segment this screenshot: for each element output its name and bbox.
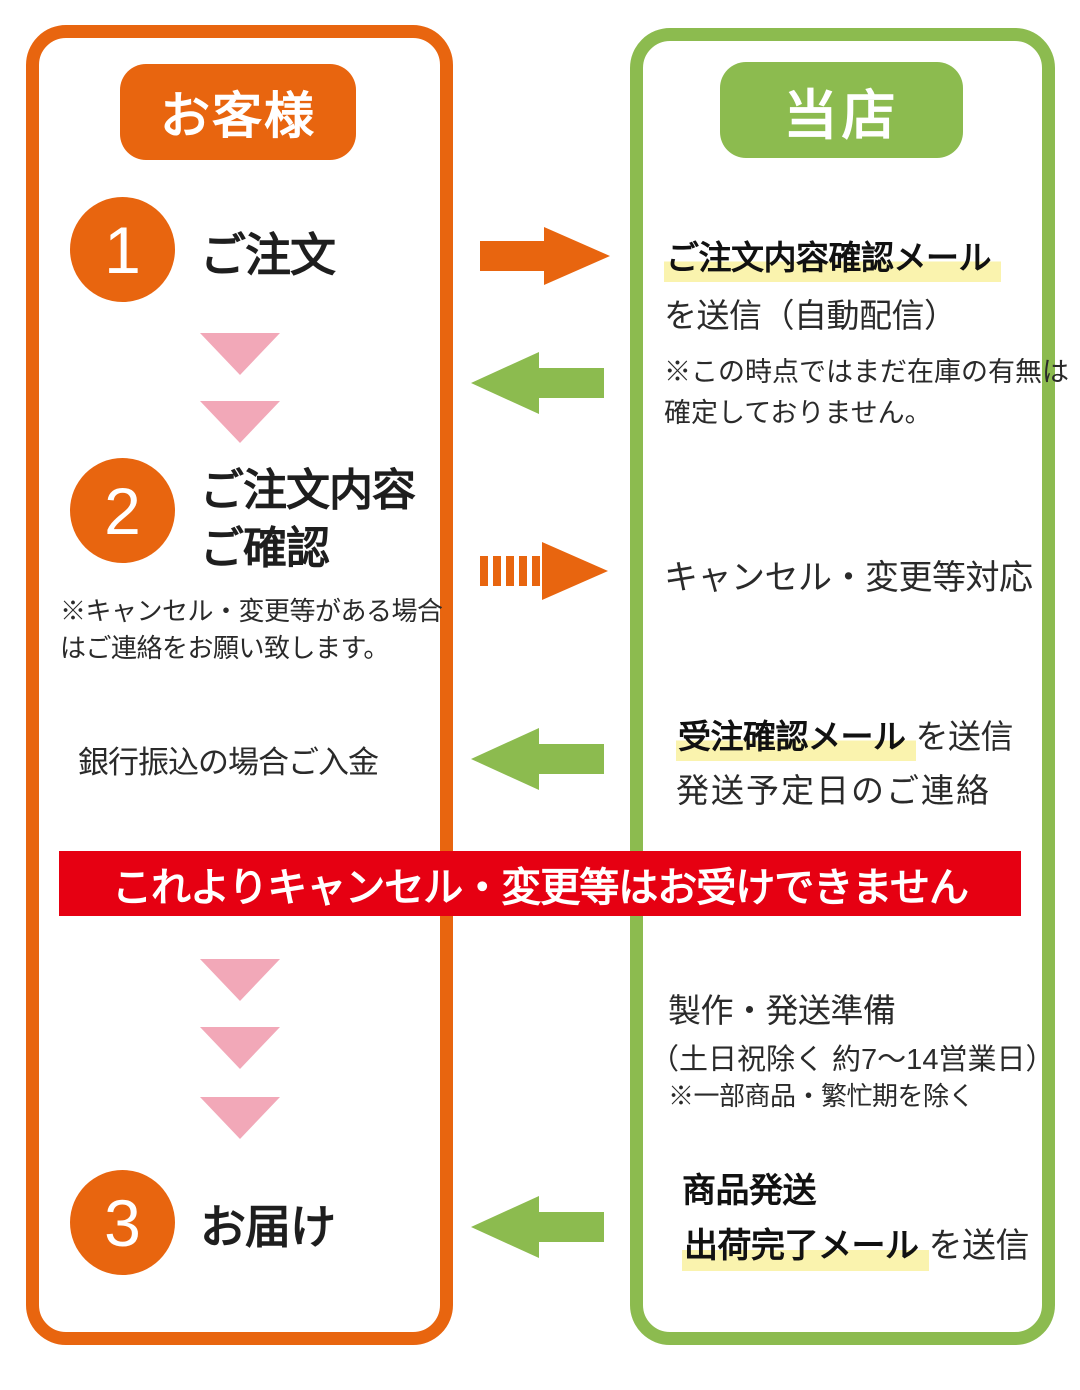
arrow-head (471, 352, 539, 414)
arrow-head (544, 227, 610, 285)
production-line3: ※一部商品・繁忙期を除く (668, 1081, 975, 1111)
step-3-number: 3 (104, 1185, 141, 1260)
arrow-head (471, 728, 539, 790)
order-mail-note-line1: ※この時点ではまだ在庫の有無は (664, 357, 1069, 387)
arrow-head (471, 1196, 539, 1258)
step-2-label: ご注文内容 ご確認 (200, 462, 416, 578)
customer-header-badge: お客様 (120, 64, 356, 160)
step-2-note-line1: ※キャンセル・変更等がある場合 (60, 596, 443, 626)
production-line1: 製作・発送準備 (668, 992, 896, 1029)
step-2-label-line1: ご注文内容 (200, 466, 416, 515)
step-2-label-line2: ご確認 (200, 524, 330, 573)
shop-column (630, 28, 1055, 1345)
shipping-line2: 出荷完了メールを送信 (682, 1218, 1030, 1271)
arrow-dash (493, 556, 501, 586)
step-3-circle: 3 (70, 1170, 175, 1275)
confirm-mail-line2: 発送予定日のご連絡 (676, 772, 991, 809)
step-3-label: お届け (200, 1201, 336, 1253)
arrow-shaft (535, 368, 604, 398)
triangle-down-icon (200, 1027, 280, 1069)
arrow-left-icon (471, 728, 604, 790)
customer-header-label: お客様 (160, 88, 316, 144)
dashed-arrow-right-icon (480, 542, 610, 600)
confirm-mail-suffix: を送信 (915, 718, 1014, 755)
order-mail-highlight: ご注文内容確認メール (664, 239, 1001, 282)
step-1-label: ご注文 (200, 229, 336, 281)
arrow-left-icon (471, 352, 604, 414)
shop-header-badge: 当店 (720, 62, 963, 158)
shipping-line1: 商品発送 (682, 1172, 817, 1210)
step-1-circle: 1 (70, 197, 175, 302)
triangle-down-icon (200, 1097, 280, 1139)
shipping-mail-suffix: を送信 (928, 1227, 1030, 1265)
order-mail-note-line2: 確定しておりません。 (664, 398, 932, 428)
order-mail-rest: を送信（自動配信） (664, 297, 957, 334)
triangle-down-icon (200, 959, 280, 1001)
arrow-left-icon (471, 1196, 604, 1258)
step-2-note: ※キャンセル・変更等がある場合 はご連絡をお願い致します。 (60, 593, 443, 667)
arrow-shaft (535, 1212, 604, 1242)
payment-note: 銀行振込の場合ご入金 (78, 745, 379, 780)
order-mail-note: ※この時点ではまだ在庫の有無は 確定しておりません。 (664, 352, 1069, 434)
shipping-mail-highlight: 出荷完了メール (682, 1227, 929, 1271)
no-cancel-banner-text: これよりキャンセル・変更等はお受けできません (112, 865, 969, 910)
arrow-dash (480, 556, 488, 586)
arrow-dash (532, 556, 540, 586)
order-mail-title: ご注文内容確認メール (664, 231, 1001, 282)
arrow-right-icon (480, 227, 610, 285)
shop-header-label: 当店 (783, 85, 900, 146)
arrow-dash (519, 556, 527, 586)
step-2-number: 2 (104, 473, 141, 548)
triangle-down-icon (200, 333, 280, 375)
confirm-mail-line1: 受注確認メールを送信 (676, 710, 1014, 761)
arrow-shaft (480, 241, 548, 271)
arrow-shaft (535, 744, 604, 774)
no-cancel-banner: これよりキャンセル・変更等はお受けできません (59, 851, 1021, 916)
production-line2: （土日祝除く 約7〜14営業日） (650, 1044, 1055, 1076)
step-2-note-line2: はご連絡をお願い致します。 (60, 633, 389, 663)
step-1-number: 1 (104, 212, 141, 287)
arrow-head (542, 542, 608, 600)
triangle-down-icon (200, 401, 280, 443)
step-2-circle: 2 (70, 458, 175, 563)
cancel-support-text: キャンセル・変更等対応 (664, 559, 1033, 597)
arrow-dash (506, 556, 514, 586)
confirm-mail-highlight: 受注確認メール (676, 718, 916, 761)
